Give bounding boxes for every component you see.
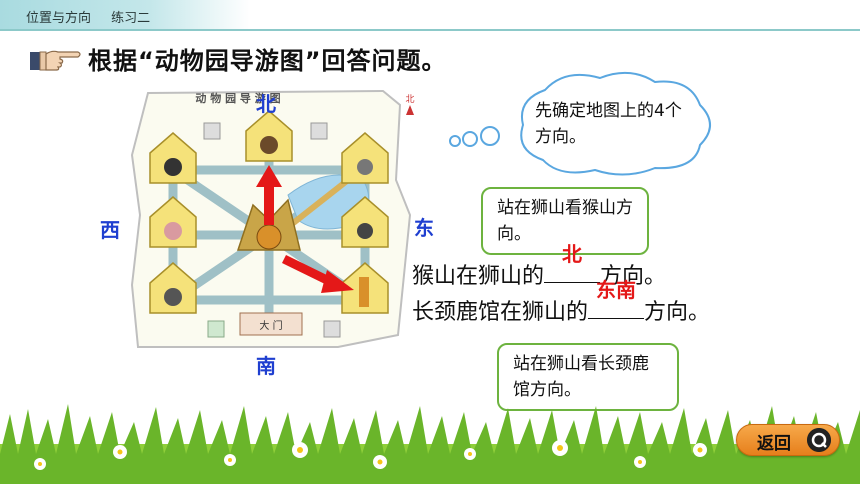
question-2: 长颈鹿馆在狮山的东南方向。 (412, 278, 711, 326)
west-label: 西 (100, 218, 120, 242)
compass-arrow-icon (406, 105, 414, 115)
answer-blank-2[interactable]: 东南 (588, 278, 645, 319)
breadcrumb: 位置与方向 练习二 (26, 7, 166, 26)
east-label: 东 (414, 216, 434, 240)
pointing-hand-icon (30, 50, 81, 71)
answer-blank-1[interactable]: 北 (544, 242, 601, 283)
header-gradient (0, 0, 250, 30)
map-caption: 动 物 园 导 游 图 (195, 91, 280, 105)
answer-2: 东南 (596, 278, 637, 302)
header-divider (0, 29, 860, 31)
north-label: 北 (256, 92, 276, 116)
question-1-suffix: 方向。 (600, 264, 667, 289)
toilet-icon (203, 122, 221, 140)
back-button[interactable]: 返回 (736, 424, 840, 456)
return-icon (807, 428, 831, 452)
thought-dots (449, 126, 500, 147)
hint-note-2: 站在狮山看长颈鹿馆方向。 (497, 343, 679, 411)
phone-icon (207, 320, 225, 338)
answer-1: 北 (562, 242, 583, 266)
question-2-suffix: 方向。 (644, 300, 711, 325)
info-icon (310, 122, 328, 140)
cloud-text: 先确定地图上的4个方向。 (535, 101, 682, 147)
breadcrumb-section[interactable]: 位置与方向 (26, 11, 92, 26)
south-label: 南 (256, 354, 276, 378)
restroom-icon (323, 320, 341, 338)
breadcrumb-lesson[interactable]: 练习二 (111, 11, 151, 26)
thought-cloud (520, 71, 711, 176)
compass-label: 北 (405, 94, 414, 105)
page-title: 根据“动物园导游图”回答问题。 (88, 47, 447, 75)
back-button-label: 返回 (757, 434, 791, 454)
hint-note-1: 站在狮山看猴山方向。 (481, 187, 649, 255)
grass-decoration (0, 404, 860, 484)
question-1: 猴山在狮山的北方向。 (412, 242, 667, 290)
question-1-prefix: 猴山在狮山的 (412, 264, 545, 289)
question-2-prefix: 长颈鹿馆在狮山的 (412, 300, 589, 325)
hint-note-1-text: 站在狮山看猴山方向。 (497, 198, 633, 244)
gate-label: 大 门 (259, 319, 282, 332)
header-bar: 位置与方向 练习二 (0, 0, 860, 31)
hint-note-2-text: 站在狮山看长颈鹿馆方向。 (513, 354, 649, 400)
zoo-map: 大 门 动 物 园 导 游 图 北 (130, 89, 415, 348)
